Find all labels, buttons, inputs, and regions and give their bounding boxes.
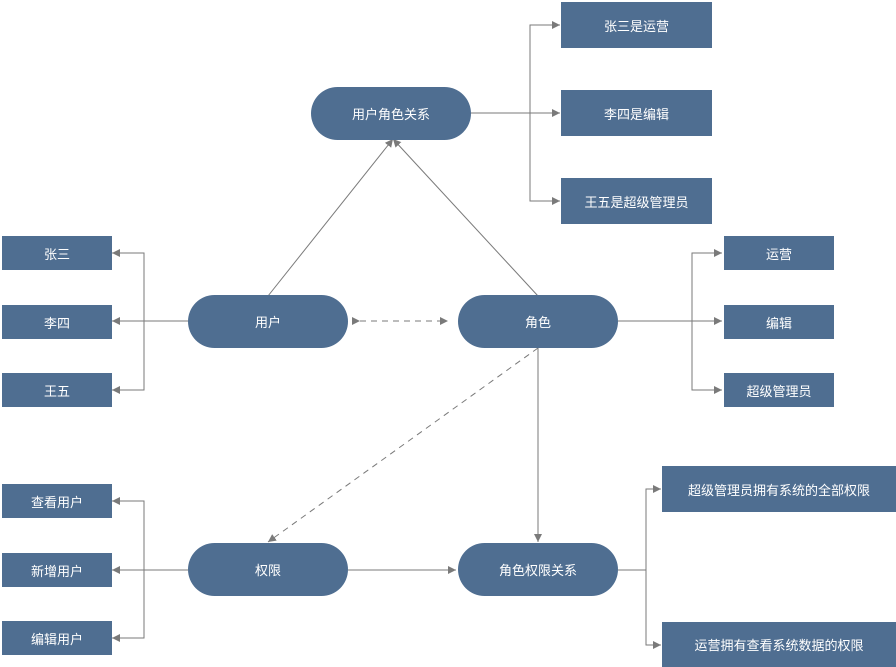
node-edit-user[interactable]: 编辑用户: [2, 621, 112, 655]
connector-user-to-relation: [267, 138, 394, 297]
node-editor[interactable]: 编辑: [724, 305, 834, 339]
connector-to-zhangsan-ops: [529, 21, 560, 113]
node-permission[interactable]: 权限: [188, 543, 348, 596]
connector-to-super-admin: [691, 321, 722, 394]
node-zhangsan[interactable]: 张三: [2, 236, 112, 270]
connector-to-edit-user: [112, 570, 145, 642]
node-wangwu-admin[interactable]: 王五是超级管理员: [561, 178, 712, 224]
connector-to-wangwu-admin: [529, 113, 560, 205]
node-view-user[interactable]: 查看用户: [2, 484, 112, 518]
node-ops[interactable]: 运营: [724, 236, 834, 270]
node-admin-all-perms[interactable]: 超级管理员拥有系统的全部权限: [662, 466, 896, 512]
node-role[interactable]: 角色: [458, 295, 618, 348]
node-lisi[interactable]: 李四: [2, 305, 112, 339]
connector-to-ops-view: [645, 570, 661, 649]
node-wangwu[interactable]: 王五: [2, 373, 112, 407]
node-user-role-relation[interactable]: 用户角色关系: [311, 87, 471, 140]
node-lisi-editor[interactable]: 李四是编辑: [561, 90, 712, 136]
connector-to-wangwu: [112, 321, 145, 394]
connector-role-permission-dashed: [267, 340, 547, 543]
connector-to-admin-all: [645, 485, 661, 570]
node-role-permission-relation[interactable]: 角色权限关系: [458, 543, 618, 596]
connector-to-ops: [691, 249, 722, 321]
node-ops-view-perms[interactable]: 运营拥有查看系统数据的权限: [662, 622, 896, 667]
connector-to-zhangsan: [112, 249, 145, 321]
node-super-admin[interactable]: 超级管理员: [724, 373, 834, 407]
connector-role-to-relation: [392, 138, 539, 297]
connector-to-view-user: [112, 497, 145, 570]
node-add-user[interactable]: 新增用户: [2, 553, 112, 587]
node-user[interactable]: 用户: [188, 295, 348, 348]
node-zhangsan-ops[interactable]: 张三是运营: [561, 2, 712, 48]
